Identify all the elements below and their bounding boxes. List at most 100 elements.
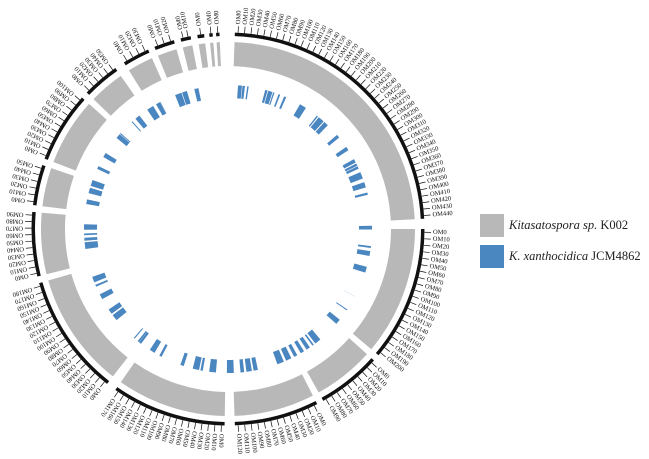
tick-mark [306,43,310,50]
tick-mark [257,28,259,35]
tick-mark [362,371,368,378]
tick-mark [370,88,376,94]
match-block [304,334,314,346]
match-block [299,336,310,350]
match-block [245,86,249,100]
match-block [279,96,287,110]
match-block [342,159,356,169]
tick-mark [397,126,404,130]
tick-mark [276,419,280,426]
match-block [92,272,107,283]
tick-mark [301,410,306,418]
tick-mark [336,392,342,398]
match-block [137,331,148,343]
tick-mark [63,343,70,349]
tick-mark [43,310,50,314]
tick-mark [386,109,393,114]
contig-tick-label: OM80 [262,430,272,448]
tick-mark [55,333,62,338]
tick-mark [352,380,358,386]
tick-mark [29,186,36,189]
tick-mark [131,401,135,408]
tick-mark [143,407,147,414]
contig-tick-label: OM40 [188,431,198,449]
tick-mark [200,423,203,431]
match-block [244,358,252,372]
tick-mark [313,405,318,412]
tick-mark [380,352,386,358]
match-block [288,343,298,357]
contig-tick-label: OM0 [213,10,221,24]
contig-tick-label: OM50 [6,238,23,246]
match-block [194,88,202,102]
match-block [264,90,273,105]
tick-mark [371,362,377,368]
match-block [116,134,130,147]
contig-tick-label: OM0 [11,195,26,204]
tick-mark [406,143,413,148]
match-block [131,121,142,132]
contig-tick-label: OM50 [181,429,191,447]
match-block [344,163,358,172]
tick-mark [71,354,78,359]
match-block [139,332,149,344]
tick-mark [395,331,402,336]
contig-tick-label: OM30 [255,9,264,27]
tick-mark [325,399,330,406]
match-block [95,279,108,287]
contig-tick-label: OM410 [430,188,451,198]
contig-tick-label: OM20 [160,16,172,34]
contig-tick-label: OM20 [432,243,450,251]
reference-segment [198,43,209,69]
contig-tick-label: OM420 [431,195,452,205]
tick-mark [414,289,422,293]
tick-mark [423,208,430,210]
tick-mark [187,421,190,429]
match-block [310,117,324,132]
tick-mark [400,131,407,136]
tick-mark [123,54,128,61]
tick-mark [342,388,347,395]
tick-mark [103,68,108,74]
tick-mark [114,391,119,398]
tick-mark [307,408,312,415]
tick-mark [181,31,184,38]
contig-tick-label: OM10 [210,433,218,450]
match-block [84,241,99,250]
contig-tick-label: OM40 [430,256,448,265]
tick-ring [25,26,431,432]
tick-mark [75,359,82,364]
match-block [84,224,98,230]
match-block [274,94,281,107]
tick-mark [420,188,427,191]
tick-mark [329,55,334,62]
tick-mark [331,395,336,402]
tick-mark [26,253,34,256]
tick-mark [357,376,363,382]
tick-mark [423,251,430,253]
match-block [357,244,371,249]
match-block [327,134,340,146]
tick-mark [40,304,47,308]
contig-tick-label: OM10 [242,8,250,26]
tick-mark [244,424,246,432]
tick-mark [52,327,59,332]
tick-mark [28,193,35,196]
contig-tick-label: OM80 [424,283,442,294]
tick-mark [335,58,340,65]
contig-tick-label: OM10 [10,265,28,275]
match-block [135,115,148,129]
reference-segment [42,168,74,210]
contig-tick-label: OM40 [7,245,25,254]
match-block [308,115,318,127]
tick-mark [161,414,165,422]
match-block [200,357,206,371]
legend-label-comparison: K. xanthocidica JCM4862 [509,248,641,263]
match-block [99,288,114,300]
match-block [251,357,258,371]
tick-mark [42,146,49,150]
match-block [307,329,321,344]
match-block [182,90,191,105]
